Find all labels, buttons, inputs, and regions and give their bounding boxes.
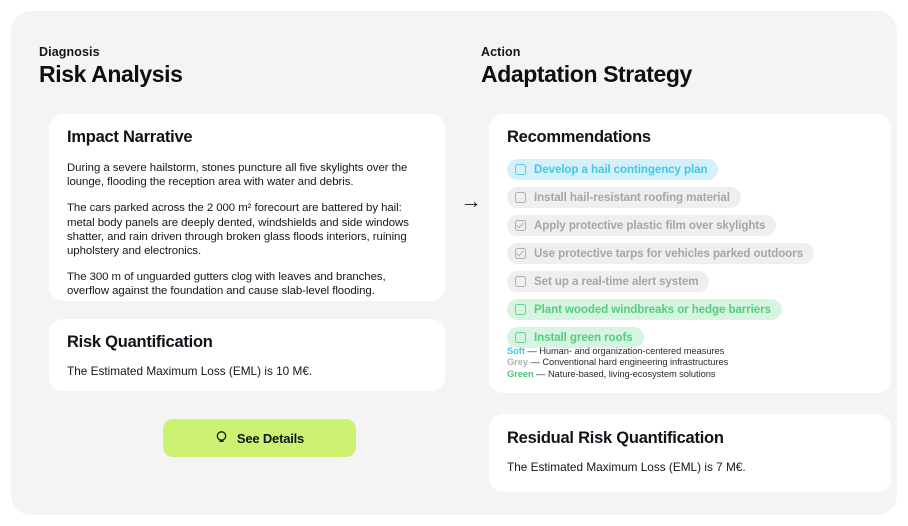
recommendation-chip[interactable]: Use protective tarps for vehicles parked… bbox=[507, 243, 814, 264]
legend-key: Grey bbox=[507, 357, 528, 368]
action-eyebrow: Action bbox=[481, 45, 521, 59]
legend-row: Green — Nature-based, living-ecosystem s… bbox=[507, 369, 728, 380]
recommendations-card: Recommendations Develop a hail contingen… bbox=[489, 114, 891, 393]
residual-risk-title: Residual Risk Quantification bbox=[507, 429, 724, 447]
narrative-paragraph: The 300 m of unguarded gutters clog with… bbox=[67, 271, 386, 298]
checkbox-unchecked-icon[interactable] bbox=[515, 164, 526, 175]
checkbox-unchecked-icon[interactable] bbox=[515, 332, 526, 343]
legend-row: Grey — Conventional hard engineering inf… bbox=[507, 357, 728, 368]
recommendation-chip[interactable]: Apply protective plastic film over skyli… bbox=[507, 215, 777, 236]
diagnosis-eyebrow: Diagnosis bbox=[39, 45, 100, 59]
see-details-label: See Details bbox=[236, 430, 305, 446]
content-panel: Diagnosis Risk Analysis Impact Narrative… bbox=[11, 11, 897, 515]
see-details-button[interactable]: See Details bbox=[163, 419, 356, 457]
residual-risk-value: The Estimated Maximum Loss (EML) is 7 M€… bbox=[507, 460, 746, 474]
legend-row: Soft — Human- and organization-centered … bbox=[507, 346, 728, 357]
narrative-paragraph: The cars parked across the 2 000 m² fore… bbox=[67, 202, 409, 258]
legend-description: — Nature-based, living-ecosystem solutio… bbox=[533, 368, 716, 379]
impact-narrative-card: Impact Narrative During a severe hailsto… bbox=[49, 114, 445, 301]
recommendation-chip[interactable]: Install green roofs bbox=[507, 327, 644, 348]
checkbox-unchecked-icon[interactable] bbox=[515, 304, 526, 315]
action-title: Adaptation Strategy bbox=[481, 61, 692, 87]
flow-arrow-icon: → bbox=[460, 190, 482, 213]
recommendation-chip[interactable]: Install hail-resistant roofing material bbox=[507, 187, 741, 208]
recommendations-title: Recommendations bbox=[507, 128, 651, 146]
checkbox-checked-icon[interactable] bbox=[515, 248, 526, 259]
legend-description: — Human- and organization-centered measu… bbox=[524, 345, 725, 356]
checkbox-unchecked-icon[interactable] bbox=[515, 192, 526, 203]
risk-quantification-title: Risk Quantification bbox=[67, 333, 213, 351]
legend-key: Green bbox=[507, 368, 534, 379]
lightbulb-icon bbox=[215, 430, 228, 447]
recommendation-chip[interactable]: Develop a hail contingency plan bbox=[507, 159, 719, 180]
action-column: Action Adaptation Strategy bbox=[481, 11, 879, 88]
legend-key: Soft bbox=[507, 345, 525, 356]
impact-narrative-title: Impact Narrative bbox=[67, 128, 193, 146]
recommendation-chip[interactable]: Set up a real-time alert system bbox=[507, 271, 710, 292]
diagnosis-column: Diagnosis Risk Analysis bbox=[39, 11, 437, 88]
checkbox-checked-icon[interactable] bbox=[515, 220, 526, 231]
risk-quantification-card: Risk Quantification The Estimated Maximu… bbox=[49, 319, 445, 391]
narrative-paragraph: During a severe hailstorm, stones punctu… bbox=[67, 162, 408, 189]
diagnosis-title: Risk Analysis bbox=[39, 61, 183, 87]
recommendations-legend: Soft — Human- and organization-centered … bbox=[507, 346, 728, 380]
legend-description: — Conventional hard engineering infrastr… bbox=[528, 357, 729, 368]
risk-quantification-value: The Estimated Maximum Loss (EML) is 10 M… bbox=[67, 364, 313, 378]
checkbox-unchecked-icon[interactable] bbox=[515, 276, 526, 287]
recommendation-chip[interactable]: Plant wooded windbreaks or hedge barrier… bbox=[507, 299, 782, 320]
residual-risk-card: Residual Risk Quantification The Estimat… bbox=[489, 414, 891, 492]
